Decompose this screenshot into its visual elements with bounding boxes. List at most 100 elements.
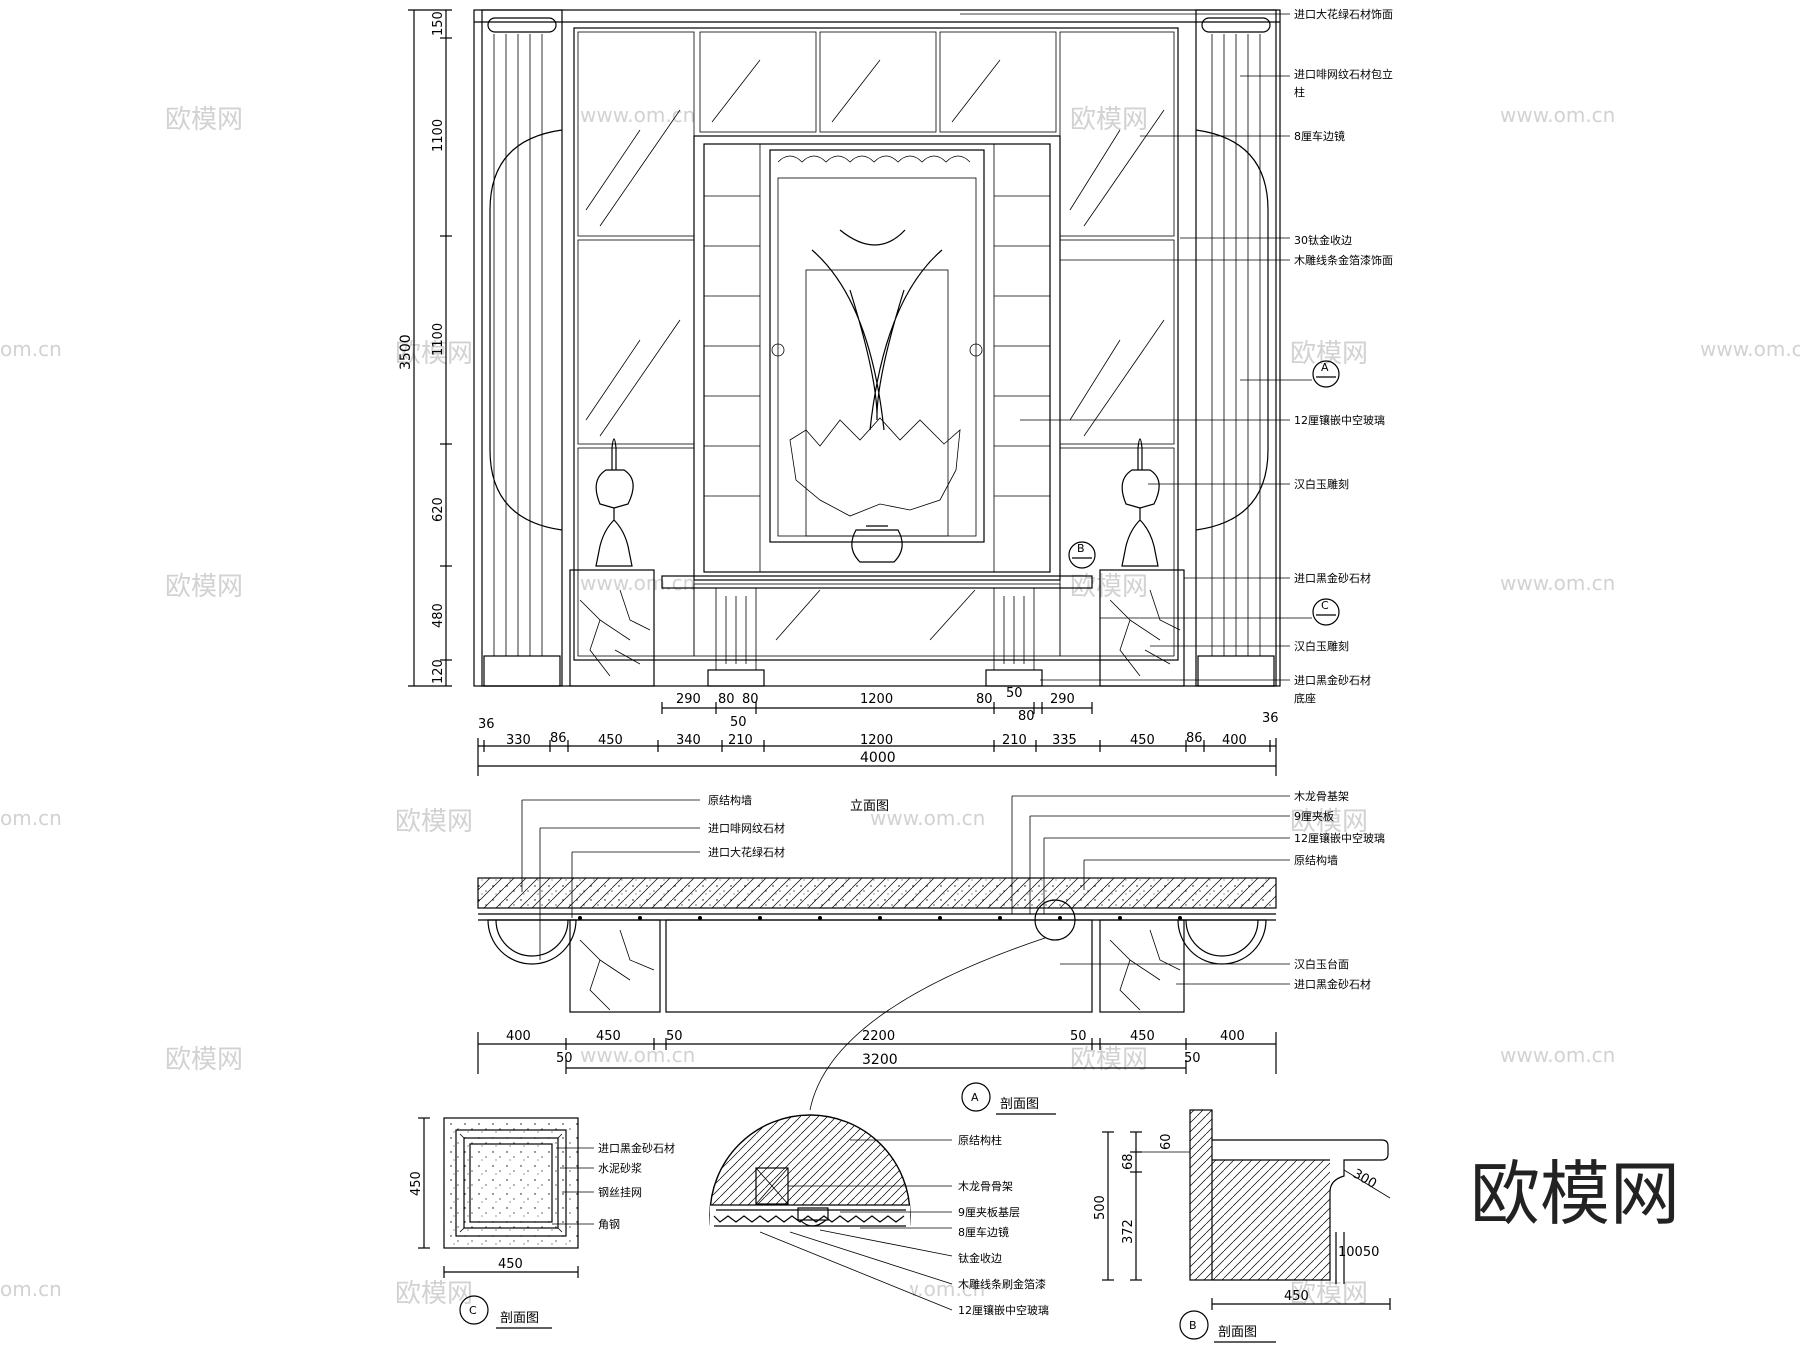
section-markers: B A C [1068,360,1340,626]
elevation-outline [473,9,1281,687]
label-wood-keel: 木龙骨基架 [1294,790,1349,803]
watermark: 欧模网 [1070,1045,1148,1075]
dim-elev-2: 36 [478,717,495,732]
central-window [693,135,1061,581]
watermark: 欧模网 [165,572,243,602]
dim-elev-2: 1200 [860,733,893,748]
brand-logo-text: 欧模网 [1470,1153,1680,1235]
dim-elev-1-sub: 80 [1018,709,1035,724]
watermark-url: om.cn [0,806,62,830]
watermark-url: www.om.cn [580,571,695,595]
label-a-keel: 木龙骨骨架 [958,1180,1013,1193]
watermark-url: www.om.cn [580,1043,695,1067]
dim-b: 300 [1350,1166,1379,1191]
label-a-titanium: 钛金收边 [958,1251,1002,1265]
dim-elev-2: 86 [1186,731,1203,746]
label-green-marble-facing: 进口大花绿石材饰面 [1294,7,1393,21]
dim-elev-2: 330 [506,733,531,748]
marker-a-label: A [1321,361,1329,374]
label-brown-marble-column-cont: 柱 [1294,85,1305,99]
label-white-marble-carving-2: 汉白玉雕刻 [1294,639,1349,653]
marker-c-label: C [1321,599,1329,612]
left-pedestal [569,438,655,687]
label-brown-marble: 进口啡网纹石材 [708,821,785,835]
dim-plan: 400 [506,1029,531,1044]
dim-plan: 400 [1220,1029,1245,1044]
marker-b-label: B [1077,542,1085,555]
watermark-url: www.om.cn [1700,337,1800,361]
dim-elev-2: 335 [1052,733,1077,748]
watermarks: 欧模网 欧模网 www.om.cn www.om.cn 欧模网 欧模网 om.c… [0,103,1800,1309]
label-marble-top: 汉白玉台面 [1294,957,1349,971]
dim-c-width: 450 [498,1257,523,1272]
label-base: 底座 [1294,691,1316,705]
dim-elev-total: 4000 [860,750,896,766]
dim-plan: 2200 [862,1029,895,1044]
label-c-angle-steel: 角钢 [598,1218,620,1231]
detail-b-title: 剖面图 [1218,1325,1257,1340]
label-hollow-glass: 12厘镶嵌中空玻璃 [1294,831,1385,845]
label-a-gold-leaf: 木雕线条刷金箔漆 [958,1277,1046,1291]
marker-b: B [1189,1319,1197,1332]
watermark: 欧模网 [1290,339,1368,369]
watermark: 欧模网 [1070,572,1148,602]
watermark-url: www.om.cn [870,806,985,830]
dim-elev-2: 36 [1262,711,1279,726]
label-a-mirror: 8厘车边镜 [958,1225,1009,1239]
dim-height-seg: 150 [431,11,446,36]
label-a-glass: 12厘镶嵌中空玻璃 [958,1303,1049,1317]
left-column [481,9,563,687]
plan-dimensions: 400 450 50 2200 50 450 400 50 50 3200 [477,1029,1277,1074]
watermark: 欧模网 [1070,105,1148,135]
label-inlaid-hollow-glass: 12厘镶嵌中空玻璃 [1294,413,1385,427]
dim-elev-1: 80 [718,692,735,707]
label-plywood: 9厘夹板 [1294,809,1334,823]
marker-a: A [971,1091,979,1104]
watermark: 欧模网 [1290,807,1368,837]
dim-elev-2: 86 [550,731,567,746]
label-structural-wall: 原结构墙 [708,793,752,807]
dim-height-seg: 620 [431,497,446,522]
watermark-url: www.om.cn [1500,1043,1615,1067]
dim-elev-2: 450 [1130,733,1155,748]
dim-elev-1-sub: 50 [730,715,747,730]
watermark-url: om.cn [0,337,62,361]
vertical-dimensions: 3500 150 1100 1100 620 480 120 [398,9,452,687]
dim-height-seg: 480 [431,603,446,628]
dim-plan: 50 [1070,1029,1087,1044]
watermark: 欧模网 [395,339,473,369]
dim-elev-1: 290 [1050,692,1075,707]
dim-elev-1: 80 [976,692,993,707]
dim-b: 68 [1121,1153,1136,1170]
right-column [1195,9,1277,687]
dim-height-seg: 1100 [431,119,446,152]
elevation-view: B A C 进口大花绿石材饰面 进口啡网纹石材包立 [398,7,1393,814]
label-structural-wall-2: 原结构墙 [1294,853,1338,867]
dim-b-width: 450 [1284,1289,1309,1304]
label-bevelled-mirror: 8厘车边镜 [1294,129,1345,143]
label-titanium-edge: 30钛金收边 [1294,233,1352,247]
label-a-column: 原结构柱 [958,1133,1002,1147]
label-black-gold-stone-3: 进口黑金砂石材 [1294,977,1371,991]
label-white-marble-carving: 汉白玉雕刻 [1294,477,1349,491]
dim-height-seg: 1100 [431,323,446,356]
elevation-annotations: 进口大花绿石材饰面 进口啡网纹石材包立 柱 8厘车边镜 30钛金收边 木雕线条金… [1294,7,1393,705]
label-a-plywood: 9厘夹板基层 [958,1205,1020,1219]
elevation-dimensions: 290 80 80 1200 80 50 290 50 80 36 330 86… [477,686,1279,814]
dim-plan: 450 [1130,1029,1155,1044]
label-black-gold-stone-2: 进口黑金砂石材 [1294,673,1371,687]
right-pedestal [1099,438,1185,687]
watermark-url: www.om.cn [1500,103,1615,127]
dim-plan-total: 3200 [862,1052,898,1068]
dim-plan: 450 [596,1029,621,1044]
dim-b: 500 [1093,1195,1108,1220]
dim-elev-1: 290 [676,692,701,707]
marker-c: C [469,1304,477,1317]
watermark: 欧模网 [395,1279,473,1309]
detail-a-title: 剖面图 [1000,1097,1039,1112]
detail-b: 60 68 372 500 300 10050 450 B 剖面图 [1093,1109,1391,1343]
dim-plan: 50 [666,1029,683,1044]
dim-plan-sub: 50 [556,1051,573,1066]
elevation-title: 立面图 [850,799,889,814]
